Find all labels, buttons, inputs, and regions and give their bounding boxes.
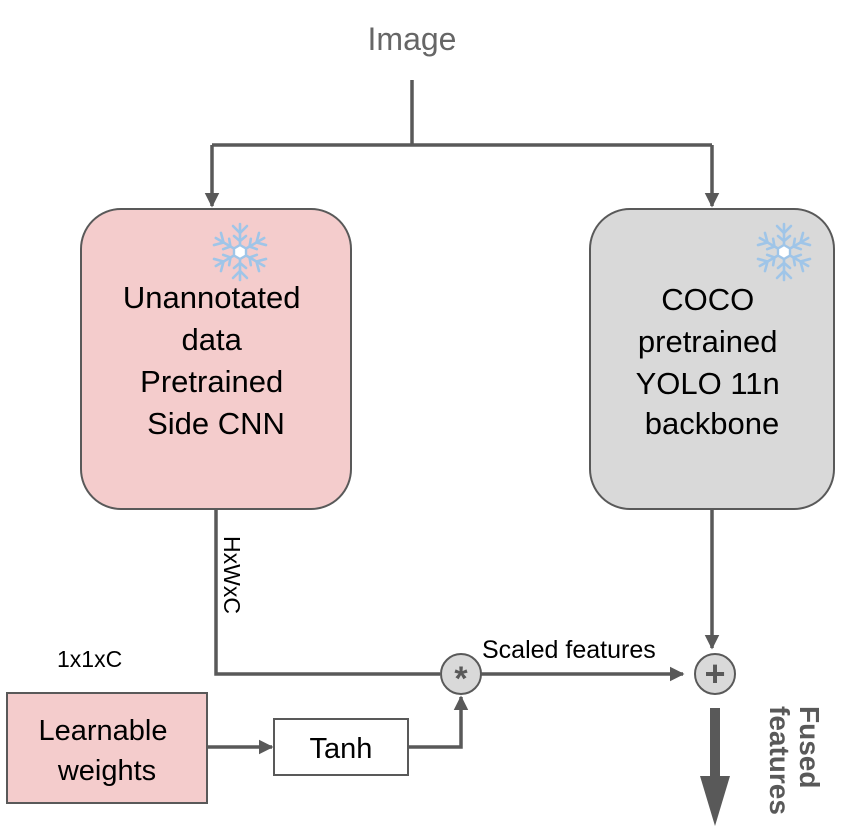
- tanh-block: Tanh: [273, 718, 409, 776]
- scaled-features-label: Scaled features: [482, 636, 656, 664]
- weight-shape-label: 1x1xC: [57, 646, 122, 672]
- tanh-to-multiply-arrow: [408, 695, 469, 749]
- image-input-label: Image: [368, 21, 457, 57]
- learnable-weights-label: Learnable weights: [38, 715, 175, 787]
- side-shape-label: HxWxC: [219, 536, 245, 614]
- add-node: +: [694, 653, 736, 695]
- backbone-block: COCO pretrained YOLO 11n backbone: [589, 208, 835, 510]
- side-cnn-label: Unannotated data Pretrained Side CNN: [123, 280, 309, 441]
- learnable-weights-block: Learnable weights: [6, 692, 208, 804]
- tanh-label: Tanh: [310, 733, 373, 765]
- side-features-connector: [214, 509, 440, 676]
- side-cnn-block: Unannotated data Pretrained Side CNN: [80, 208, 352, 510]
- fused-features-label: Fused features: [764, 706, 825, 815]
- fused-output-arrow: [700, 708, 730, 826]
- multiply-node: *: [440, 653, 482, 698]
- backbone-label: COCO pretrained YOLO 11n backbone: [636, 282, 789, 441]
- multiply-symbol: *: [454, 660, 468, 698]
- image-split-connector: [204, 80, 720, 208]
- add-symbol: +: [704, 653, 725, 694]
